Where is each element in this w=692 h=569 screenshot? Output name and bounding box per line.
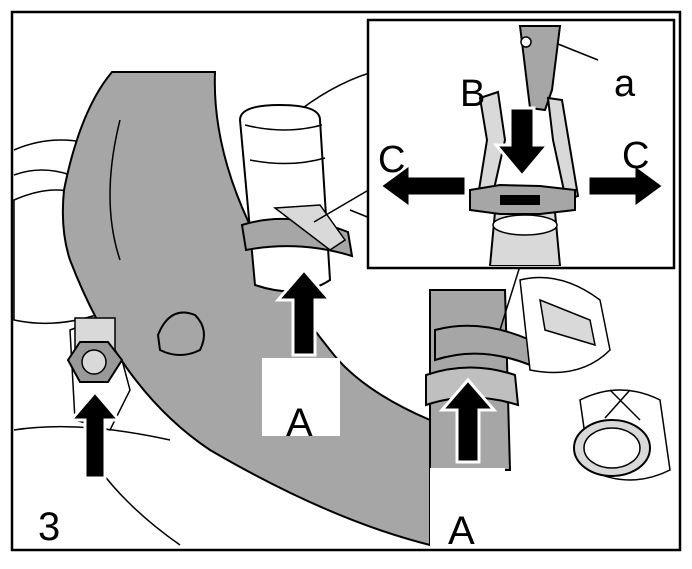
- label-a-center-bg: [262, 358, 340, 436]
- nut: [66, 317, 124, 383]
- label-a-bottom: A: [448, 509, 475, 553]
- pipe-boss: [156, 311, 205, 356]
- label-a-center: A: [286, 401, 313, 445]
- label-c-right: C: [622, 135, 649, 177]
- down-arrow-b: [492, 106, 552, 179]
- right-arrow-c: [586, 161, 667, 211]
- center-hose: [238, 103, 354, 293]
- left-arrow-c: [377, 161, 468, 211]
- up-arrow-center-hose: [274, 267, 334, 357]
- up-arrow-nut: [67, 389, 123, 480]
- detail-inset: a B C C: [366, 18, 676, 270]
- up-arrow-right-hose: [438, 377, 498, 464]
- label-c-left: C: [378, 139, 405, 181]
- label-b: B: [460, 73, 485, 115]
- label-a-bottom-bg: [430, 468, 505, 546]
- far-right-pipe: [573, 389, 671, 481]
- main-view: [13, 69, 671, 547]
- step-number: 3: [38, 505, 60, 549]
- label-a-lower: a: [614, 63, 636, 105]
